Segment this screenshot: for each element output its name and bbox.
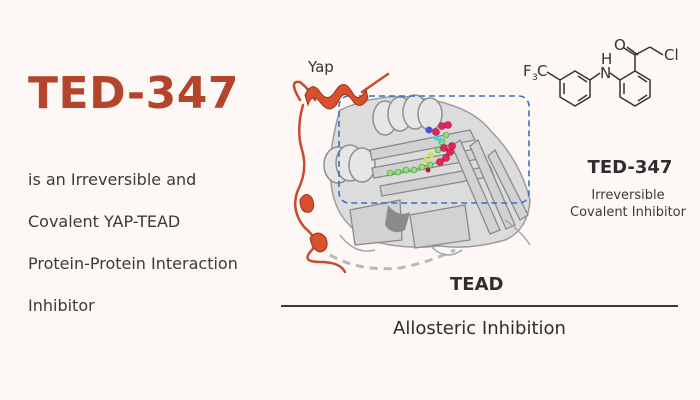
title: TED-347 — [28, 68, 240, 119]
tead-label: TEAD — [450, 274, 504, 295]
divider — [281, 305, 678, 307]
mechanism-label: Allosteric Inhibition — [393, 318, 566, 339]
atom-cl: Cl — [664, 46, 679, 64]
description-line: Covalent YAP-TEAD — [28, 212, 181, 231]
atom-o: O — [614, 36, 626, 54]
atom-h: H — [601, 50, 612, 68]
description-line: is an Irreversible and — [28, 170, 197, 189]
yap-helix-icon — [299, 84, 369, 253]
yap-label: Yap — [308, 58, 334, 76]
ligand-icon — [386, 121, 456, 177]
tead-protein-icon — [323, 94, 531, 271]
binding-site-box — [338, 95, 530, 204]
atom-n: N — [600, 64, 611, 82]
compound-description-line: Covalent Inhibitor — [570, 205, 686, 220]
compound-name: TED-347 — [587, 157, 673, 178]
description: is an Irreversible and Covalent YAP-TEAD… — [28, 170, 278, 338]
compound-description-line: Irreversible — [591, 188, 665, 203]
description-line: Protein-Protein Interaction — [28, 254, 238, 273]
atom-f-subscript: 3 — [532, 73, 538, 83]
compound-description: Irreversible Covalent Inhibitor — [548, 187, 700, 221]
description-line: Inhibitor — [28, 296, 95, 315]
atom-f: F — [523, 62, 532, 80]
atom-c: C — [537, 62, 547, 80]
chemical-structure-icon — [546, 46, 664, 107]
